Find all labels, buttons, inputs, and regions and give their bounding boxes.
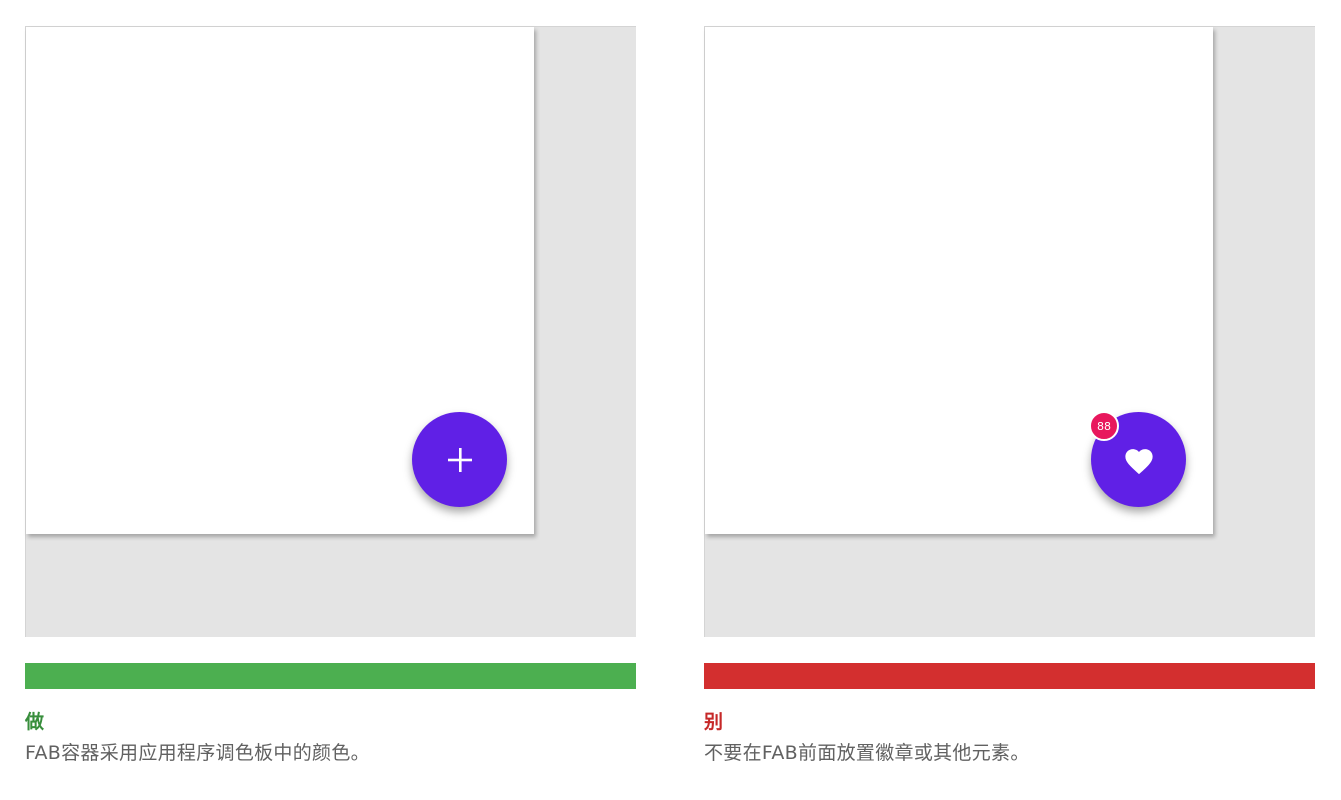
favorite-fab-button[interactable]: 88 (1089, 411, 1186, 507)
do-example-sheet (26, 27, 534, 534)
dont-indicator-bar (704, 663, 1315, 689)
dont-example-canvas: 88 (704, 26, 1315, 637)
heart-icon (1122, 445, 1156, 475)
dont-example-panel: 88 别 不要在FAB前面放置徽章或其他元素。 (704, 26, 1315, 767)
add-fab-button[interactable] (412, 412, 507, 507)
dont-caption: 不要在FAB前面放置徽章或其他元素。 (704, 742, 1030, 764)
plus-icon (447, 447, 473, 473)
dont-label: 别 (704, 711, 724, 733)
do-example-panel: 做 FAB容器采用应用程序调色板中的颜色。 (25, 26, 636, 767)
do-example-canvas (25, 26, 636, 637)
do-caption: FAB容器采用应用程序调色板中的颜色。 (25, 742, 370, 764)
notification-badge: 88 (1089, 411, 1119, 441)
dont-example-sheet: 88 (705, 27, 1213, 534)
do-label: 做 (25, 711, 45, 733)
do-indicator-bar (25, 663, 636, 689)
